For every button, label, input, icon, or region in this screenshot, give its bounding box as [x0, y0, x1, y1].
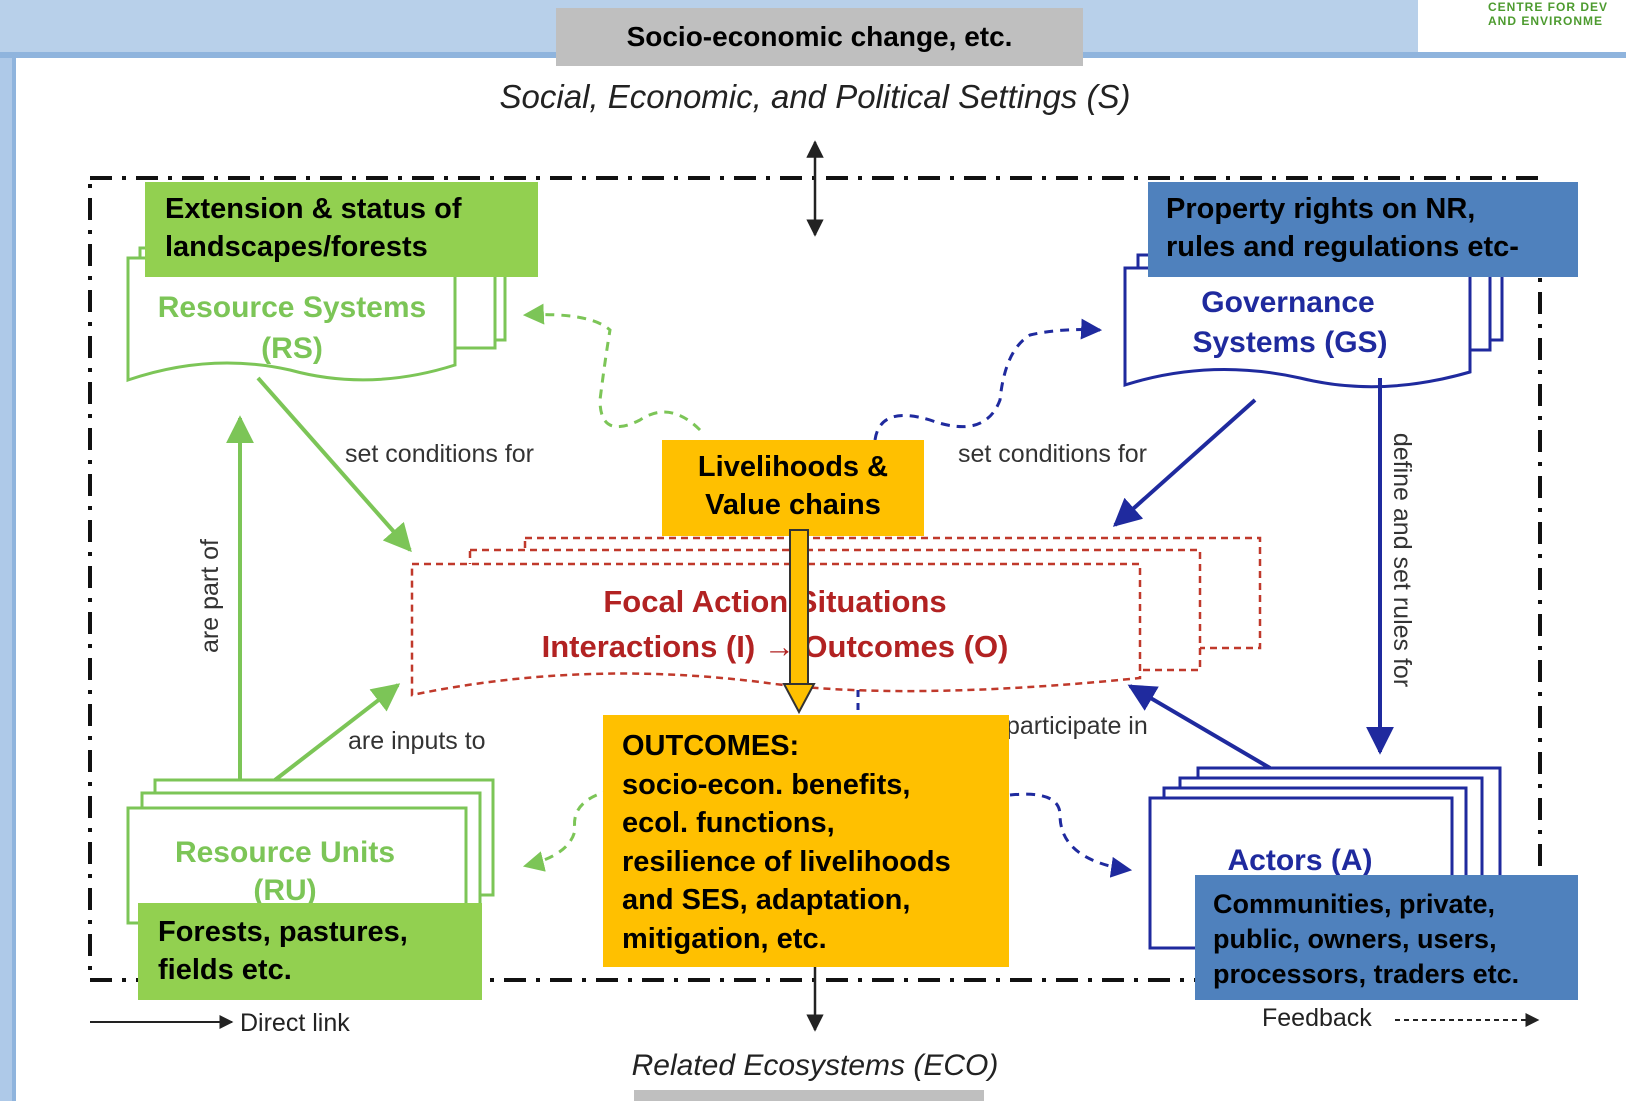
feedback-legend-label: Feedback	[1262, 1004, 1372, 1032]
resource-units-label-2: (RU)	[253, 874, 316, 907]
resource-systems-label-1: Resource Systems	[158, 291, 426, 324]
ru-to-focal-arrow	[273, 683, 401, 782]
communities-line-2: public, owners, users,	[1213, 924, 1497, 954]
governance-systems-label-2: Systems (GS)	[1192, 326, 1387, 359]
feedback-to-actors-arrow	[1009, 792, 1133, 878]
ecosystems-label: Related Ecosystems (ECO)	[632, 1049, 999, 1082]
gs-set-conditions-label: set conditions for	[958, 440, 1147, 468]
feedback-to-rs-arrow	[522, 303, 702, 432]
governance-systems-label-1: Governance	[1201, 286, 1374, 319]
participate-in-label: participate in	[1006, 712, 1148, 740]
resource-units-label-1: Resource Units	[175, 836, 395, 869]
livelihoods-callout: Livelihoods & Value chains	[662, 440, 924, 536]
resource-systems-label-2: (RS)	[261, 332, 323, 365]
communities-line-3: processors, traders etc.	[1213, 959, 1520, 989]
bottom-grey-box	[634, 1090, 984, 1101]
define-rules-label: define and set rules for	[1388, 433, 1416, 687]
logo-line-1: CENTRE FOR DEV	[1488, 0, 1609, 14]
direct-link-legend-label: Direct link	[240, 1009, 350, 1037]
property-rights-callout: Property rights on NR, rules and regulat…	[1148, 182, 1578, 277]
forests-callout: Forests, pastures, fields etc.	[138, 903, 482, 1000]
cde-logo: CENTRE FOR DEV AND ENVIRONME	[1418, 0, 1626, 52]
outcomes-callout: OUTCOMES: socio-econ. benefits, ecol. fu…	[603, 715, 1009, 967]
livelihoods-to-outcomes-arrow	[782, 529, 816, 714]
outcomes-line-6: mitigation, etc.	[622, 922, 827, 955]
communities-callout: Communities, private, public, owners, us…	[1195, 875, 1578, 1000]
gs-to-focal-arrow	[1112, 398, 1257, 527]
are-part-of-label: are part of	[196, 539, 224, 653]
forests-line-1: Forests, pastures,	[158, 916, 408, 948]
rs-set-conditions-label: set conditions for	[345, 440, 534, 468]
outcomes-line-4: resilience of livelihoods	[622, 845, 951, 878]
outcomes-line-5: and SES, adaptation,	[622, 884, 911, 916]
property-rights-line-2: rules and regulations etc-	[1166, 231, 1519, 263]
outcomes-line-2: socio-econ. benefits,	[622, 768, 911, 801]
settings-label: Social, Economic, and Political Settings…	[500, 78, 1131, 115]
livelihoods-line-1: Livelihoods &	[697, 451, 889, 483]
feedback-to-gs-arrow	[873, 318, 1103, 441]
communities-line-1: Communities, private,	[1213, 889, 1496, 919]
focal-action-label-2: Interactions (I) → Outcomes (O)	[542, 629, 1009, 664]
livelihoods-line-2: Value chains	[705, 489, 881, 521]
focal-action-label-1: Focal Action Situations	[603, 584, 946, 619]
socio-economic-banner-text: Socio-economic change, etc.	[626, 21, 1013, 52]
rs-to-focal-arrow	[256, 376, 412, 553]
outcomes-line-3: ecol. functions,	[622, 807, 835, 839]
actors-label: Actors (A)	[1227, 844, 1372, 877]
logo-line-2: AND ENVIRONME	[1488, 14, 1604, 28]
forests-line-2: fields etc.	[158, 954, 292, 986]
landscapes-callout: Extension & status of landscapes/forests	[145, 182, 538, 277]
feedback-to-ru-arrow	[522, 788, 613, 872]
landscapes-line-2: landscapes/forests	[165, 231, 428, 263]
actors-to-focal-arrow	[1127, 684, 1272, 770]
socio-economic-banner: Socio-economic change, etc.	[556, 8, 1083, 66]
property-rights-line-1: Property rights on NR,	[1166, 193, 1476, 225]
are-inputs-to-label: are inputs to	[348, 727, 486, 755]
landscapes-line-1: Extension & status of	[165, 193, 462, 225]
outcomes-line-1: OUTCOMES:	[622, 730, 800, 762]
focal-action-situations-box	[410, 536, 1262, 697]
